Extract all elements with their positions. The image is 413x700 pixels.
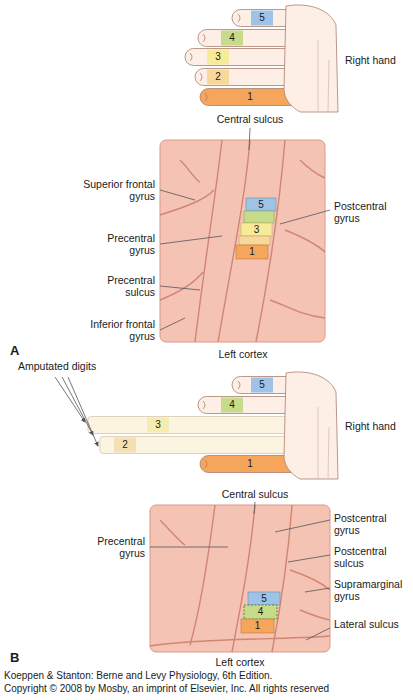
- digit-number: 1: [242, 458, 258, 470]
- digit-number: 4: [224, 399, 240, 411]
- map-number: 3: [249, 224, 265, 236]
- map-number: 5: [253, 199, 269, 211]
- amputation-arrows: [55, 377, 98, 446]
- digit-number: 1: [242, 91, 258, 103]
- panel-caption: Left cortex: [195, 656, 285, 668]
- panel-caption: Left cortex: [198, 348, 288, 360]
- map-number: 1: [244, 246, 260, 258]
- hand-b: [88, 372, 338, 479]
- callout-label: Amputated digits: [18, 360, 138, 372]
- map-number: 4: [253, 606, 269, 618]
- structure-label: Inferior frontal gyrus: [80, 318, 155, 342]
- hand-label: Right hand: [345, 54, 409, 66]
- structure-label: Central sulcus: [205, 488, 305, 500]
- cortex-b: [150, 505, 330, 652]
- structure-label: Lateral sulcus: [334, 618, 410, 630]
- structure-label: Precentral sulcus: [80, 274, 155, 298]
- digit-number: 4: [224, 32, 240, 44]
- structure-label: Precentral gyrus: [70, 535, 145, 559]
- cortex-a: [160, 140, 325, 342]
- structure-label: Postcentral gyrus: [334, 512, 410, 536]
- digit-number: 5: [254, 379, 270, 391]
- structure-label: Postcentral sulcus: [334, 545, 410, 569]
- digit-number: 3: [210, 51, 226, 63]
- digit-number: 3: [150, 419, 166, 431]
- structure-label: Superior frontal gyrus: [80, 178, 155, 202]
- structure-label: Postcentral gyrus: [334, 200, 410, 224]
- leader-lines-b: [150, 502, 330, 640]
- hand-a: [185, 5, 338, 112]
- credit-note: Copyright © 2008 by Mosby, an imprint of…: [4, 683, 409, 695]
- structure-label: Precentral gyrus: [80, 232, 155, 256]
- map-number: 5: [256, 593, 272, 605]
- digit-number: 2: [210, 71, 226, 83]
- credit-note: Koeppen & Stanton: Berne and Levy Physio…: [4, 670, 409, 682]
- digit-number: 5: [254, 12, 270, 24]
- structure-label: Central sulcus: [200, 113, 300, 125]
- leader-lines-a: [160, 128, 330, 330]
- map-number: 1: [250, 620, 266, 632]
- panel-letter: A: [10, 343, 30, 358]
- digit-number: 2: [117, 439, 133, 451]
- panel-letter: B: [10, 650, 30, 665]
- hand-label: Right hand: [345, 420, 409, 432]
- structure-label: Supramarginal gyrus: [334, 578, 410, 602]
